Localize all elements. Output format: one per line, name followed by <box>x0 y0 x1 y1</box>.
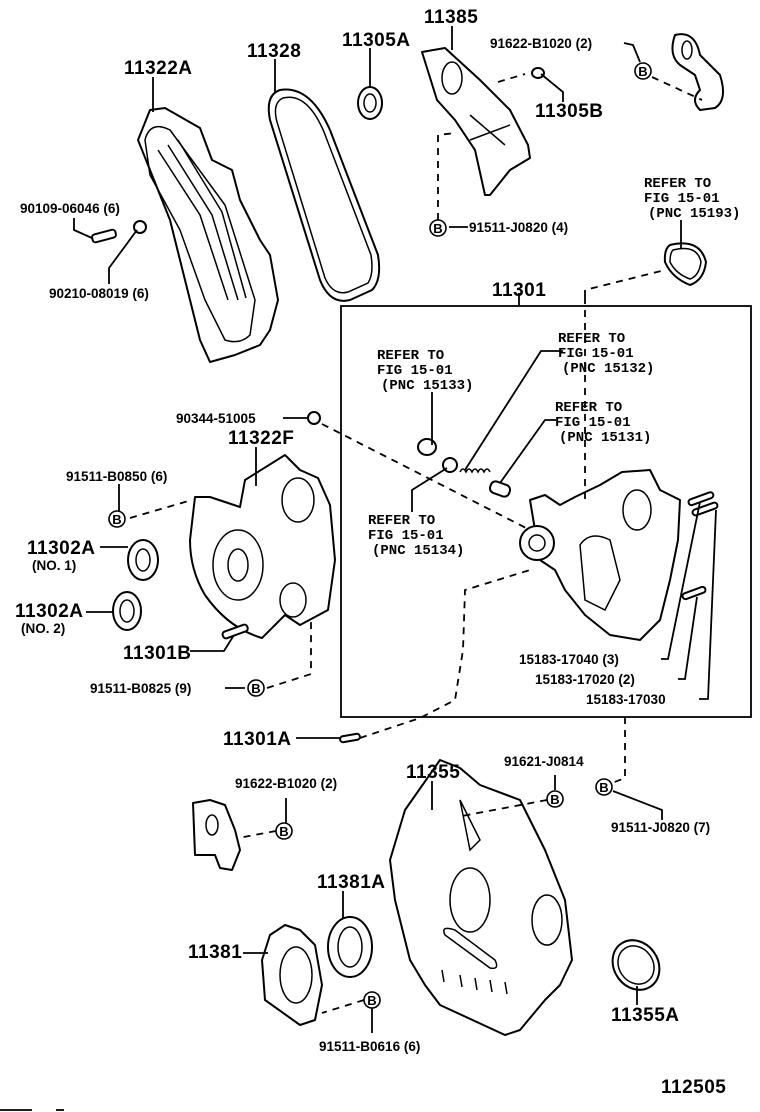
part-90109-bolt[interactable] <box>91 228 117 244</box>
callout-91622-b1020-bottom: 91622-B1020 (2) <box>235 776 337 791</box>
part-11301b-pin[interactable] <box>221 623 249 640</box>
reference-note-pnc-15132: REFER TO FIG 15-01 (PNC 15132) <box>558 331 654 377</box>
part-pnc-15131-valve[interactable] <box>488 480 512 498</box>
svg-text:REFER TO: REFER TO <box>644 176 711 192</box>
part-15183-17040-stud[interactable] <box>687 491 715 507</box>
leader-lines <box>73 26 717 1033</box>
svg-text:FIG 15-01: FIG 15-01 <box>368 528 444 544</box>
part-11322f-lower-cover[interactable] <box>189 454 336 639</box>
callout-91511-b0616: 91511-B0616 (6) <box>319 1039 420 1054</box>
part-pnc-15133-plug[interactable] <box>417 438 437 456</box>
callout-91511-j0820-4: 91511-J0820 (4) <box>469 220 568 235</box>
callout-11302a-no2-suffix: (NO. 2) <box>21 621 65 636</box>
part-11381a-oil-seal[interactable] <box>327 916 373 978</box>
part-11385-cover[interactable] <box>421 47 531 196</box>
callout-11355a: 11355A <box>611 1005 680 1026</box>
reference-note-pnc-15133: REFER TO FIG 15-01 (PNC 15133) <box>377 348 473 394</box>
svg-text:REFER TO: REFER TO <box>555 400 622 416</box>
callout-11305b: 11305B <box>535 101 604 122</box>
svg-text:B: B <box>599 780 608 795</box>
bolt-marker-b-6: B <box>595 778 613 796</box>
callout-11302a-no2: 11302A <box>15 601 84 622</box>
part-gasket-pnc-15193[interactable] <box>663 242 707 286</box>
part-90344-plug[interactable] <box>307 411 321 425</box>
callout-11322a: 11322A <box>124 58 193 79</box>
assembly-box-11301 <box>340 305 752 718</box>
part-11305b-plug[interactable] <box>531 67 545 79</box>
bolt-marker-b-1: B <box>634 62 652 80</box>
callout-91622-b1020-top: 91622-B1020 (2) <box>490 36 592 51</box>
part-11322a-timing-cover[interactable] <box>137 107 279 363</box>
svg-text:(PNC 15134): (PNC 15134) <box>372 543 464 559</box>
callout-11301b: 11301B <box>123 643 192 664</box>
svg-text:(PNC 15133): (PNC 15133) <box>381 378 473 394</box>
svg-text:REFER TO: REFER TO <box>368 513 435 529</box>
dashed-connection-lines <box>129 73 703 1014</box>
part-11381-oil-seal-retainer[interactable] <box>261 924 323 1026</box>
part-11328-timing-belt[interactable] <box>267 88 381 302</box>
svg-text:FIG 15-01: FIG 15-01 <box>644 191 720 207</box>
callout-91511-b0850: 91511-B0850 (6) <box>66 469 167 484</box>
part-11301a-pin[interactable] <box>339 732 361 744</box>
callout-90210-08019: 90210-08019 (6) <box>49 286 149 301</box>
part-pnc-15132-spring[interactable] <box>459 468 491 474</box>
part-11301-oil-pump[interactable] <box>519 469 681 641</box>
part-15183-17020-stud[interactable] <box>681 585 707 601</box>
bolt-marker-b-5: B <box>546 790 564 808</box>
callout-11302a-no1-suffix: (NO. 1) <box>32 558 76 573</box>
svg-text:REFER TO: REFER TO <box>377 348 444 364</box>
callout-11301: 11301 <box>492 280 546 301</box>
part-bracket-upper-right[interactable] <box>671 33 725 111</box>
reference-note-pnc-15134: REFER TO FIG 15-01 (PNC 15134) <box>368 513 464 559</box>
callout-11328: 11328 <box>247 41 301 62</box>
svg-text:B: B <box>433 221 442 236</box>
svg-text:B: B <box>550 792 559 807</box>
svg-text:B: B <box>638 64 647 79</box>
part-11355-end-plate[interactable] <box>389 759 573 1036</box>
part-bracket-lower-left[interactable] <box>192 799 241 871</box>
svg-text:(PNC 15193): (PNC 15193) <box>648 206 740 222</box>
bolt-marker-b-2: B <box>429 219 447 237</box>
callout-11381a: 11381A <box>317 872 386 893</box>
callout-11385: 11385 <box>424 7 478 28</box>
reference-note-pnc-15193: REFER TO FIG 15-01 (PNC 15193) <box>644 176 740 222</box>
callout-90344-51005: 90344-51005 <box>176 411 256 426</box>
callout-15183-17020: 15183-17020 (2) <box>535 672 635 687</box>
bolt-marker-b-7: B <box>275 822 293 840</box>
callout-11322f: 11322F <box>228 428 294 449</box>
callout-91621-j0814: 91621-J0814 <box>504 754 584 769</box>
part-11302a-no2-seal[interactable] <box>112 591 142 631</box>
callout-11305a: 11305A <box>342 30 411 51</box>
svg-text:FIG 15-01: FIG 15-01 <box>555 415 631 431</box>
part-11355a-hole-plug[interactable] <box>603 931 669 999</box>
callout-91511-j0820-7: 91511-J0820 (7) <box>611 820 710 835</box>
callout-11381: 11381 <box>188 942 242 963</box>
callout-11355: 11355 <box>406 762 460 783</box>
svg-text:FIG 15-01: FIG 15-01 <box>558 346 634 362</box>
bolt-marker-b-8: B <box>363 991 381 1009</box>
bolt-marker-b-4: B <box>247 679 265 697</box>
svg-text:(PNC 15131): (PNC 15131) <box>559 430 651 446</box>
svg-text:(PNC 15132): (PNC 15132) <box>562 361 654 377</box>
svg-text:FIG 15-01: FIG 15-01 <box>377 363 453 379</box>
callout-90109-06046: 90109-06046 (6) <box>20 201 120 216</box>
callout-15183-17030: 15183-17030 <box>586 692 666 707</box>
callout-15183-17040: 15183-17040 (3) <box>519 652 619 667</box>
callout-11302a-no1: 11302A <box>27 538 96 559</box>
figure-number: 112505 <box>661 1077 726 1098</box>
reference-note-pnc-15131: REFER TO FIG 15-01 (PNC 15131) <box>555 400 651 446</box>
callout-91511-b0825: 91511-B0825 (9) <box>90 681 191 696</box>
svg-text:REFER TO: REFER TO <box>558 331 625 347</box>
svg-text:B: B <box>367 993 376 1008</box>
part-11302a-no1-seal[interactable] <box>127 539 159 581</box>
svg-text:B: B <box>112 512 121 527</box>
part-11305a-oil-seal[interactable] <box>357 86 383 120</box>
svg-text:B: B <box>279 824 288 839</box>
bolt-marker-b-3: B <box>108 510 126 528</box>
callout-11301a: 11301A <box>223 729 292 750</box>
svg-text:B: B <box>251 681 260 696</box>
